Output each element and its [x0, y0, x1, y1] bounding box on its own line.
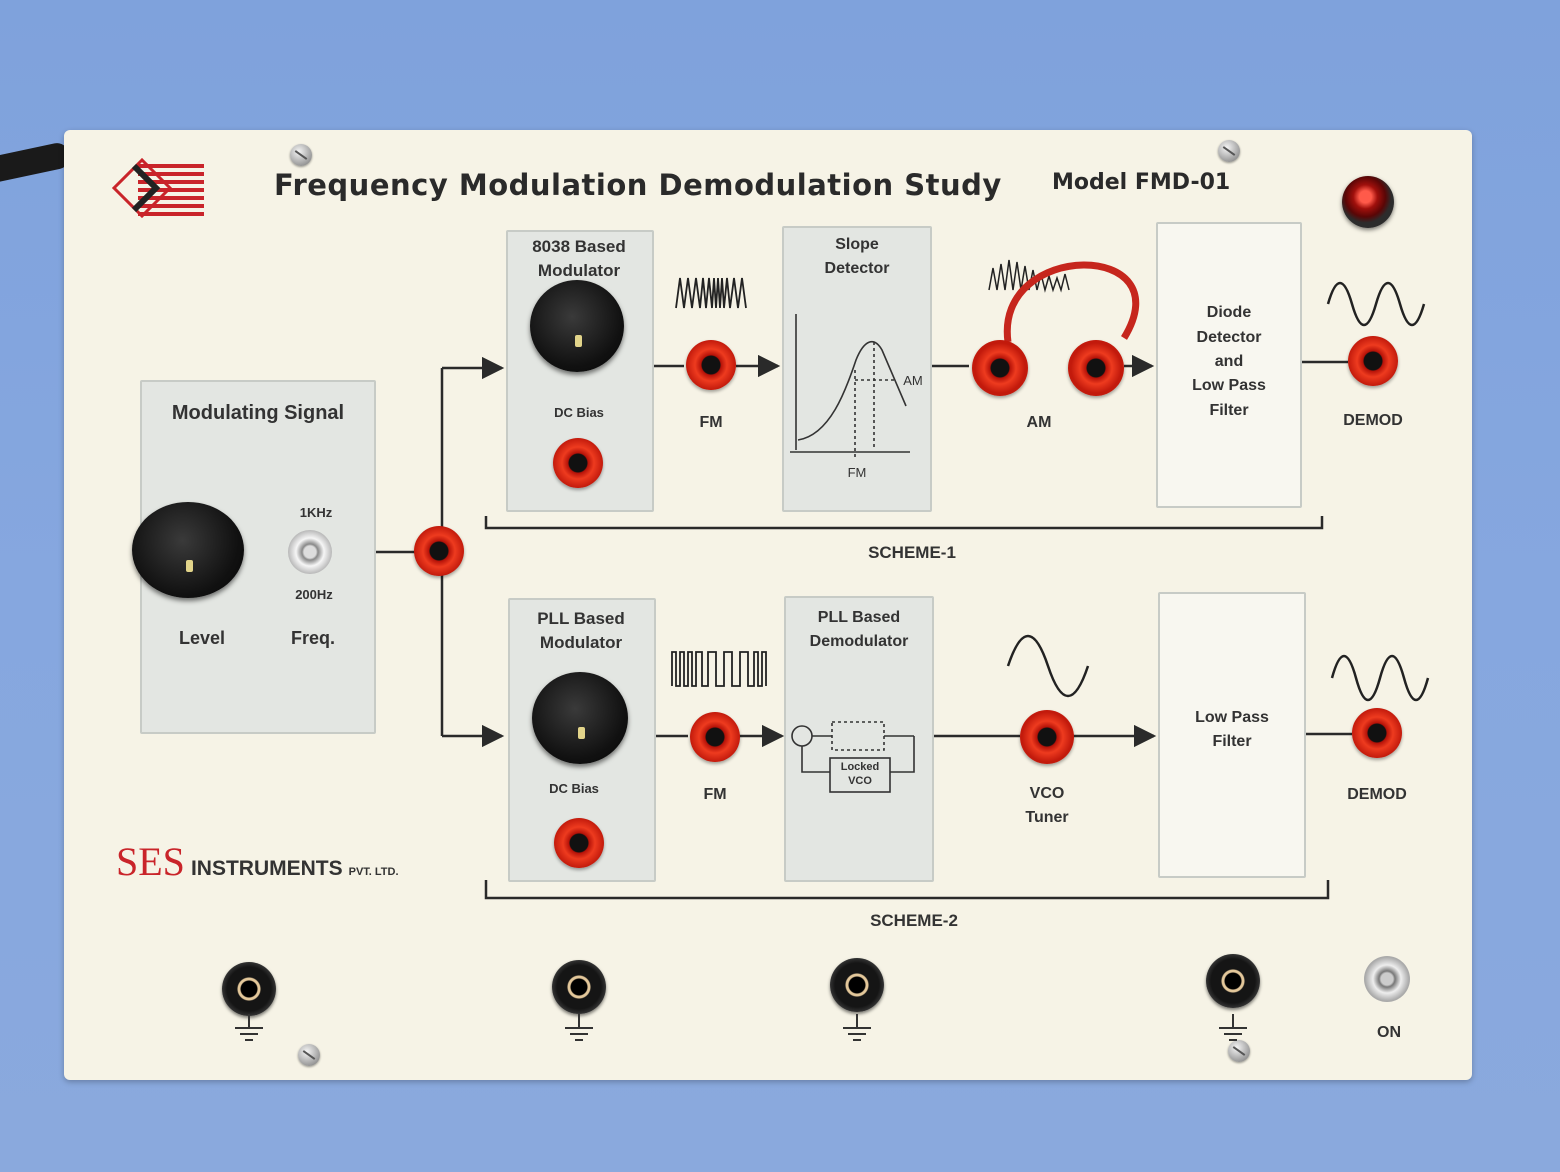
- scheme2-label: SCHEME-2: [870, 911, 958, 930]
- 8038-dc-bias-knob[interactable]: [530, 280, 624, 372]
- 8038-modulator-title-line2: Modulator: [537, 261, 621, 280]
- slope-detector-title-line2: Detector: [824, 260, 890, 277]
- ground-icon: [1219, 1014, 1247, 1041]
- pll-dc-bias-jack[interactable]: [554, 818, 604, 868]
- slope-detector-box: [782, 226, 932, 512]
- switch-1khz-label: 1KHz: [299, 505, 333, 520]
- power-cable: [0, 140, 72, 186]
- ground-icon: [565, 1014, 593, 1041]
- scheme2-fm-label: FM: [703, 786, 727, 803]
- ground-jack-2[interactable]: [552, 960, 606, 1014]
- scheme1-am-jack[interactable]: [972, 340, 1028, 396]
- trainer-panel: Frequency Modulation Demodulation Study …: [64, 130, 1472, 1080]
- switch-200hz-label: 200Hz: [295, 587, 333, 602]
- screw: [298, 1044, 320, 1066]
- modulating-signal-title: Modulating Signal: [171, 402, 345, 424]
- scheme1-am-patch-jack[interactable]: [1068, 340, 1124, 396]
- level-label: Level: [178, 628, 226, 648]
- 8038-modulator-title-line1: 8038 Based: [532, 237, 626, 256]
- scheme1-am-label: AM: [1026, 414, 1052, 431]
- square-wave-icon: [671, 651, 767, 687]
- locked-vco-label-line1: Locked: [840, 761, 880, 773]
- power-on-label: ON: [1377, 1024, 1401, 1041]
- ground-icon: [235, 1014, 263, 1041]
- diode-detector-line1: Diode: [1206, 304, 1252, 321]
- sine-wave-icon: [1326, 282, 1426, 326]
- diode-detector-lpf-box: [1156, 222, 1302, 508]
- sine-wave-icon: [1330, 655, 1430, 701]
- vco-tuner-label-line1: VCO: [1029, 785, 1065, 802]
- slope-axis-am-label: AM: [903, 373, 923, 388]
- ground-icon: [843, 1014, 871, 1041]
- scheme1-label: SCHEME-1: [868, 543, 956, 562]
- vco-tuner-jack[interactable]: [1020, 710, 1074, 764]
- am-wave-icon: [988, 259, 1070, 293]
- ground-jack-1[interactable]: [222, 962, 276, 1016]
- pll-demodulator-title-line2: Demodulator: [809, 633, 909, 650]
- pll-modulator-title-line1: PLL Based: [537, 609, 625, 628]
- low-pass-filter-line1: Low Pass: [1195, 709, 1269, 726]
- locked-vco-label-line2: VCO: [848, 775, 872, 787]
- pll-block-diagram: [791, 721, 915, 793]
- pll-demodulator-title-line1: PLL Based: [817, 609, 901, 626]
- power-led: [1342, 176, 1394, 228]
- brand-name: SES: [116, 839, 185, 884]
- pll-demodulator-box: [784, 596, 934, 882]
- sine-wave-icon: [1006, 634, 1090, 698]
- scheme1-demod-jack[interactable]: [1348, 336, 1398, 386]
- model-number: Model FMD-01: [1052, 170, 1231, 195]
- 8038-dc-bias-jack[interactable]: [553, 438, 603, 488]
- pll-dc-bias-knob[interactable]: [532, 672, 628, 764]
- 8038-dc-bias-label: DC Bias: [554, 405, 604, 420]
- scheme1-fm-label: FM: [699, 414, 723, 431]
- brand-suffix: PVT. LTD.: [348, 866, 399, 878]
- pll-modulator-title-line2: Modulator: [539, 633, 623, 652]
- diode-detector-line5: Filter: [1209, 402, 1249, 419]
- slope-detector-title-line1: Slope: [835, 236, 879, 253]
- scheme2-demod-label: DEMOD: [1347, 786, 1407, 803]
- ses-logo-icon: [112, 158, 204, 218]
- scheme2-demod-jack[interactable]: [1352, 708, 1402, 758]
- low-pass-filter-line2: Filter: [1212, 733, 1252, 750]
- screw: [290, 144, 312, 166]
- scheme1-demod-label: DEMOD: [1343, 412, 1403, 429]
- brand-instruments: INSTRUMENTS: [190, 857, 343, 880]
- scheme1-fm-jack[interactable]: [686, 340, 736, 390]
- vco-tuner-label-line2: Tuner: [1025, 809, 1069, 826]
- ground-jack-4[interactable]: [1206, 954, 1260, 1008]
- screw: [1218, 140, 1240, 162]
- screw: [1228, 1040, 1250, 1062]
- fm-wave-icon: [675, 277, 747, 309]
- panel-title: Frequency Modulation Demodulation Study: [274, 168, 1002, 202]
- scheme2-fm-jack[interactable]: [690, 712, 740, 762]
- ground-jack-3[interactable]: [830, 958, 884, 1012]
- low-pass-filter-box: [1158, 592, 1306, 878]
- slope-curve-graph: [790, 314, 910, 460]
- ground-symbols: [235, 1014, 1247, 1041]
- power-toggle-switch[interactable]: [1364, 956, 1410, 1002]
- diode-detector-line4: Low Pass: [1192, 377, 1266, 394]
- frequency-toggle-switch[interactable]: [288, 530, 332, 574]
- slope-axis-fm-label: FM: [847, 465, 867, 480]
- pll-dc-bias-label: DC Bias: [549, 781, 599, 796]
- level-knob[interactable]: [132, 502, 244, 598]
- diode-detector-line3: and: [1214, 353, 1244, 370]
- modulating-signal-output-jack[interactable]: [414, 526, 464, 576]
- freq-label: Freq.: [290, 628, 335, 648]
- patch-cord: [1003, 261, 1140, 343]
- diode-detector-line2: Detector: [1196, 329, 1262, 346]
